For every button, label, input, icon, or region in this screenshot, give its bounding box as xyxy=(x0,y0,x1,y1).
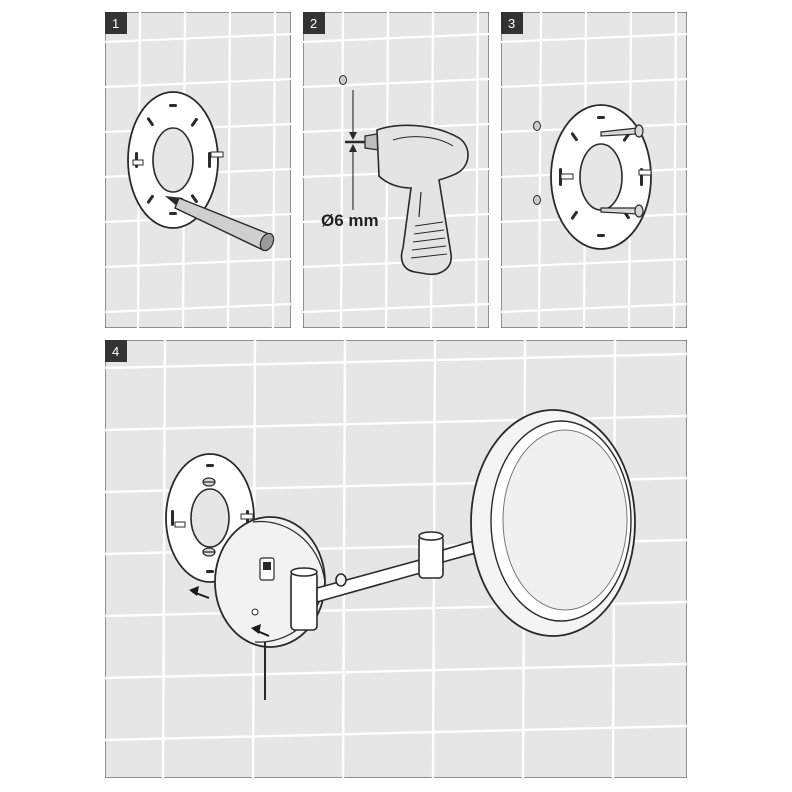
mirror-icon xyxy=(470,409,636,637)
step-2-illustration: Ø6 mm 2 xyxy=(303,12,489,328)
drill-icon xyxy=(345,124,469,276)
dimension-lines xyxy=(349,90,357,210)
step-number-badge xyxy=(105,12,127,34)
step-2-panel: Ø6 mm 2 xyxy=(303,12,489,328)
screw-icon xyxy=(600,124,644,218)
step-number-badge xyxy=(105,340,127,362)
tile-grid xyxy=(501,12,687,328)
swing-arm xyxy=(290,531,480,631)
pencil-icon xyxy=(165,196,275,252)
step-1-illustration: 1 xyxy=(105,12,291,328)
drill-diameter-label: Ø6 mm xyxy=(321,211,379,230)
step-3-illustration: 3 xyxy=(501,12,687,328)
step-number: 3 xyxy=(508,16,515,31)
step-number: 1 xyxy=(112,16,119,31)
screw-icon xyxy=(202,477,216,557)
step-number: 2 xyxy=(310,16,317,31)
step-number-badge xyxy=(501,12,523,34)
step-4-illustration: 4 xyxy=(105,340,687,778)
wall-plug-icon xyxy=(533,121,541,205)
step-number: 4 xyxy=(112,344,119,359)
step-4-panel: 4 xyxy=(105,340,687,778)
step-3-panel: 3 xyxy=(501,12,687,328)
step-1-panel: 1 xyxy=(105,12,291,328)
arrow-icon xyxy=(189,586,270,637)
mounting-plate-icon xyxy=(127,91,224,229)
step-number-badge xyxy=(303,12,325,34)
